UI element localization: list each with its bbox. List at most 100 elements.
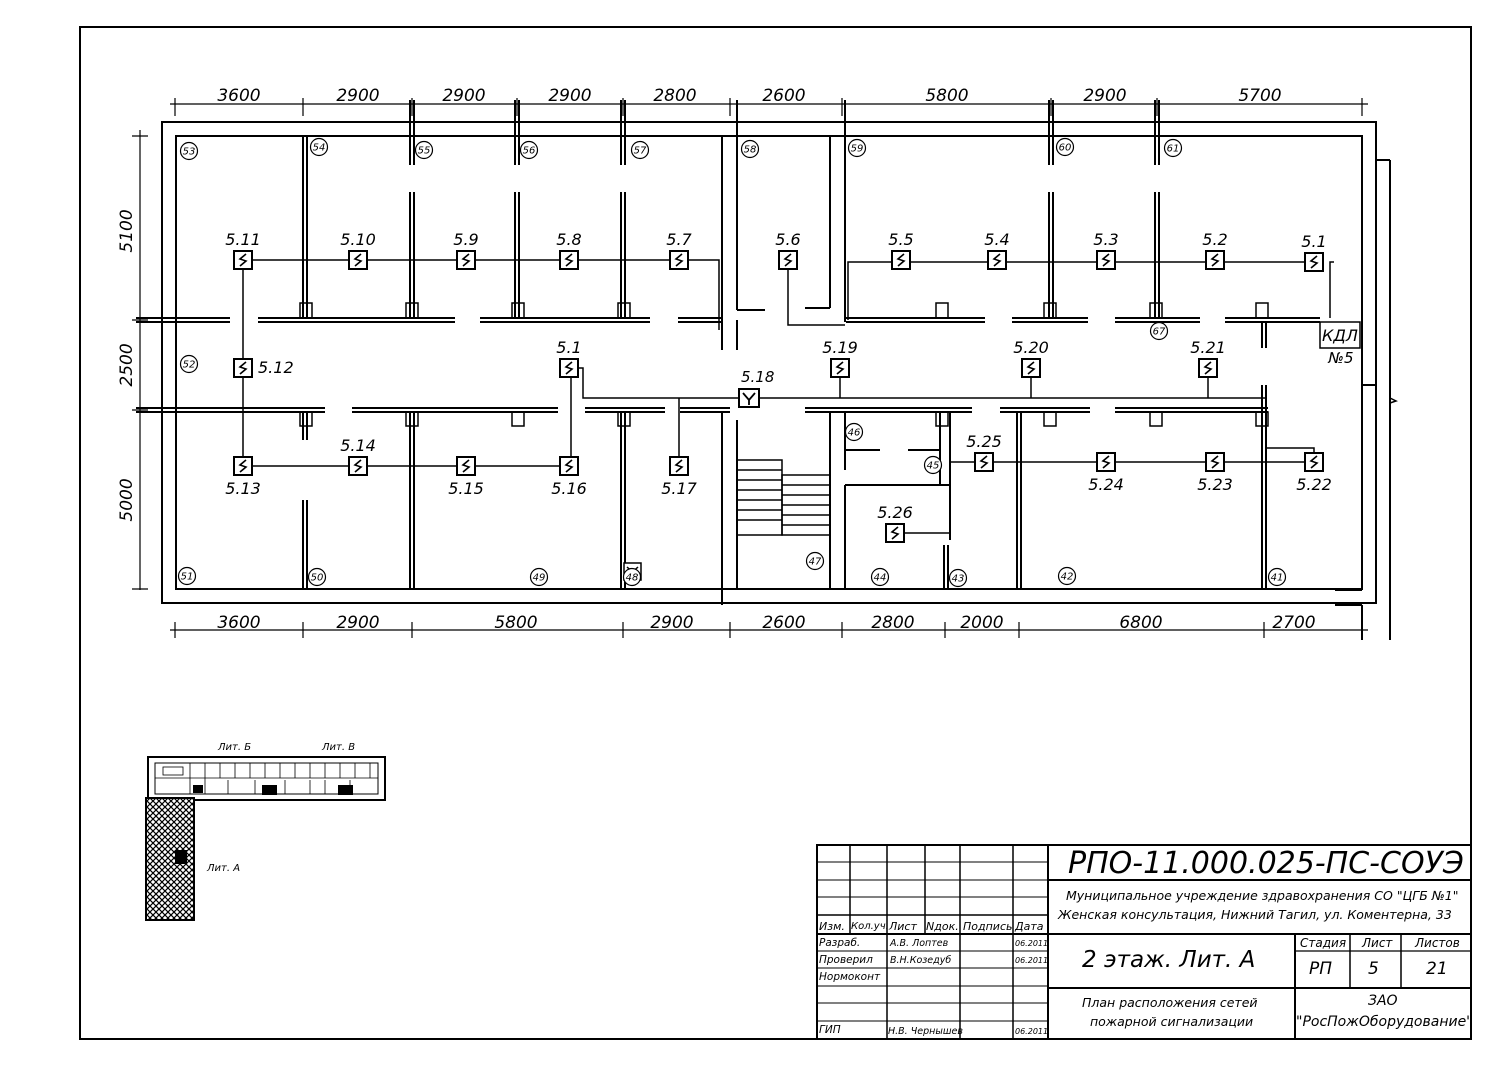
smoke-detector-icon: 5.4: [984, 230, 1010, 270]
detector-label: 5.20: [1013, 338, 1049, 357]
room-number: 48: [622, 567, 642, 587]
svg-text:67: 67: [1153, 327, 1166, 338]
sheet-frame: [79, 26, 1472, 1040]
svg-text:59: 59: [851, 144, 864, 155]
header-data: Дата: [1015, 920, 1044, 933]
detector-label: 5.21: [1190, 338, 1226, 357]
organization-line-2: Женская консультация, Нижний Тагил, ул. …: [1058, 907, 1452, 922]
organization-line-1: Муниципальное учреждение здравохранения …: [1066, 888, 1459, 903]
dim-top: 5800: [925, 86, 968, 106]
stage-value: РП: [1309, 959, 1333, 979]
detector-label: 5.13: [225, 479, 261, 498]
role-checker: Проверил: [819, 954, 873, 966]
smoke-detector-icon: 5.25: [966, 432, 1002, 472]
smoke-detectors: 5.11 5.10 5.9 5.8 5.7 5.6 5.5 5.4 5.3 5.2 5.1 5.12 5…: [225, 230, 1332, 543]
smoke-detector-icon: 5.5: [888, 230, 914, 270]
svg-text:43: 43: [952, 574, 965, 585]
description-line-1: План расположения сетей: [1082, 995, 1258, 1010]
dim-top: 5700: [1238, 86, 1281, 106]
room-number: 50: [307, 567, 327, 587]
call-point-label: 5.18: [741, 368, 774, 386]
sheet-title: 2 этаж. Лит. А: [1082, 947, 1256, 973]
detector-label: 5.6: [775, 230, 800, 249]
smoke-detector-icon: 5.13: [225, 456, 261, 498]
name-developer: А.В. Лоптев: [890, 938, 949, 949]
svg-text:60: 60: [1059, 143, 1072, 154]
smoke-detector-icon: 5.9: [453, 230, 479, 270]
svg-text:55: 55: [418, 146, 431, 157]
dim-bottom: 2000: [960, 613, 1003, 633]
dim-bottom: 2900: [650, 613, 693, 633]
dim-bottom: 6800: [1119, 613, 1162, 633]
role-chief-engineer: ГИП: [819, 1024, 841, 1036]
partitions: [302, 100, 1267, 605]
stage-label: Стадия: [1300, 936, 1347, 950]
columns: [299, 302, 1269, 427]
dim-left: 2500: [117, 343, 137, 386]
dim-top: 2900: [1083, 86, 1126, 106]
key-plan-lit-a: Лит. А: [206, 863, 240, 874]
header-podpis: Подпись: [963, 920, 1013, 933]
smoke-detector-icon: 5.17: [661, 456, 698, 498]
dim-top: 2600: [762, 86, 805, 106]
room-number: 59: [847, 138, 867, 158]
detector-label: 5.2: [1202, 230, 1227, 249]
room-number: 47: [805, 551, 825, 571]
room-number: 45: [923, 455, 943, 475]
smoke-detector-icon: 5.7: [666, 230, 693, 270]
name-chief-engineer: Н.В. Чернышев: [888, 1026, 963, 1037]
date-developer: 06.2011: [1015, 939, 1049, 948]
panel-name: КДЛ: [1322, 326, 1358, 345]
document-code: РПО-11.000.025-ПС-СОУЭ: [1068, 846, 1464, 881]
svg-text:52: 52: [183, 360, 196, 371]
smoke-detector-icon: 5.12: [233, 358, 294, 378]
manual-call-point: 5.18: [738, 368, 774, 408]
smoke-detector-icon: 5.22: [1296, 452, 1332, 494]
room-number: 46: [844, 422, 864, 442]
key-plan: Лит. Б Лит. В Лит. А: [145, 742, 386, 921]
smoke-detector-icon: 5.1: [1301, 232, 1327, 272]
room-number: 43: [948, 568, 968, 588]
date-chief-engineer: 06.2011: [1015, 1027, 1049, 1036]
svg-text:54: 54: [313, 143, 326, 154]
room-number: 42: [1057, 566, 1077, 586]
smoke-detector-icon: 5.14: [340, 436, 376, 476]
outer-wall: [161, 121, 1377, 604]
room-number: 52: [179, 354, 199, 374]
smoke-detector-icon: 5.26: [877, 503, 913, 543]
smoke-detector-icon: 5.24: [1088, 452, 1124, 494]
role-developer: Разраб.: [819, 937, 861, 949]
detector-label: 5.16: [551, 479, 587, 498]
dimension-lines: [132, 98, 1368, 638]
detector-label: 5.23: [1197, 475, 1233, 494]
smoke-detector-icon: 5.3: [1093, 230, 1119, 270]
date-checker: 06.2011: [1015, 956, 1049, 965]
detector-label: 5.12: [258, 358, 294, 377]
smoke-detector-icon: 5.8: [556, 230, 582, 270]
dim-bottom: 2800: [871, 613, 914, 633]
svg-text:47: 47: [809, 557, 822, 568]
detector-label: 5.3: [1093, 230, 1118, 249]
dim-top: 3600: [217, 86, 260, 106]
smoke-detector-icon: 5.11: [225, 230, 261, 270]
dim-top: 2900: [442, 86, 485, 106]
detector-label: 5.5: [888, 230, 913, 249]
detector-label: 5.17: [661, 479, 697, 498]
dim-top: 2800: [653, 86, 696, 106]
dim-top: 2900: [336, 86, 379, 106]
room-number: 67: [1149, 321, 1169, 341]
detector-label: 5.10: [340, 230, 376, 249]
svg-text:58: 58: [744, 145, 757, 156]
sheets-total: 21: [1426, 959, 1448, 979]
smoke-detector-icon: 5.2: [1202, 230, 1228, 270]
room-number: 61: [1163, 138, 1183, 158]
svg-text:49: 49: [533, 573, 546, 584]
company-line-1: ЗАО: [1368, 993, 1398, 1009]
smoke-detector-icon: 5.1: [556, 338, 582, 378]
key-plan-lit-v: Лит. В: [321, 742, 355, 753]
svg-text:46: 46: [848, 428, 861, 439]
dim-bottom: 2600: [762, 613, 805, 633]
detector-label: 5.8: [556, 230, 581, 249]
svg-text:51: 51: [181, 572, 194, 583]
detector-label: 5.25: [966, 432, 1002, 451]
